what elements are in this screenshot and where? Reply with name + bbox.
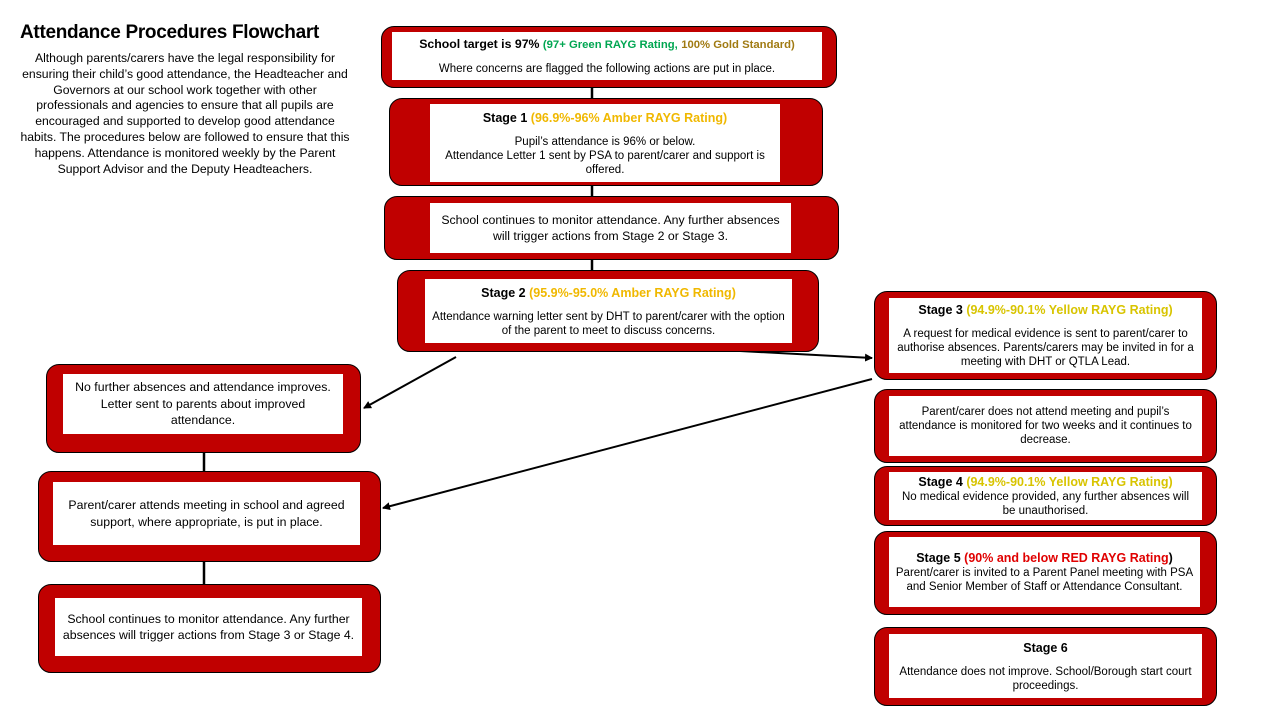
stage3-box: Stage 3 (94.9%-90.1% Yellow RAYG Rating)… <box>874 291 1217 380</box>
stage3-head: Stage 3 <box>918 303 963 317</box>
arrow-stage3-attends <box>382 378 873 511</box>
stage3-rating: (94.9%-90.1% Yellow RAYG Rating) <box>966 303 1173 317</box>
stage5-head: Stage 5 <box>916 551 961 565</box>
stage5-body: Parent/carer is invited to a Parent Pane… <box>895 567 1194 593</box>
stage1-line1: Pupil’s attendance is 96% or below. <box>514 135 696 148</box>
stage2-head: Stage 2 <box>481 285 526 300</box>
stage5-rating: (90% and below RED RAYG Rating <box>964 551 1169 565</box>
school-target-box: School target is 97% (97+ Green RAYG Rat… <box>381 26 837 88</box>
stage1-head: Stage 1 <box>482 110 528 125</box>
stage6-box: Stage 6 Attendance does not improve. Sch… <box>874 627 1217 706</box>
attends-box: Parent/carer attends meeting in school a… <box>38 471 381 562</box>
monitor-stage2-3-text: School continues to monitor attendance. … <box>441 212 780 244</box>
target-gold-standard: 100% Gold Standard) <box>681 39 795 51</box>
intro-paragraph: Although parents/carers have the legal r… <box>20 51 350 176</box>
attends-text: Parent/carer attends meeting in school a… <box>68 498 345 529</box>
target-body: Where concerns are flagged the following… <box>438 63 776 75</box>
stage1-box: Stage 1 (96.9%-96% Amber RAYG Rating) Pu… <box>389 98 823 186</box>
improves-box: No further absences and attendance impro… <box>46 364 361 453</box>
stage4-head: Stage 4 <box>918 475 963 489</box>
not-attend-box: Parent/carer does not attend meeting and… <box>874 389 1217 463</box>
monitor-stage2-3-box: School continues to monitor attendance. … <box>384 196 839 260</box>
target-green-rating: (97+ Green RAYG Rating, <box>542 39 678 51</box>
stage4-box: Stage 4 (94.9%-90.1% Yellow RAYG Rating)… <box>874 466 1217 526</box>
stage6-head: Stage 6 <box>1023 640 1068 655</box>
stage4-body: No medical evidence provided, any furthe… <box>901 491 1189 517</box>
stage6-body: Attendance does not improve. School/Boro… <box>899 665 1192 692</box>
stage2-box: Stage 2 (95.9%-95.0% Amber RAYG Rating) … <box>397 270 819 352</box>
stage4-rating: (94.9%-90.1% Yellow RAYG Rating) <box>966 475 1173 489</box>
monitor-stage3-4-text: School continues to monitor attendance. … <box>62 611 355 643</box>
arrow-stage2-improves <box>363 356 457 409</box>
not-attend-text: Parent/carer does not attend meeting and… <box>899 406 1192 446</box>
stage3-body: A request for medical evidence is sent t… <box>897 328 1194 368</box>
page-title: Attendance Procedures Flowchart <box>20 22 319 43</box>
stage1-rating: (96.9%-96% Amber RAYG Rating) <box>530 110 728 125</box>
stage2-rating: (95.9%-95.0% Amber RAYG Rating) <box>529 285 736 300</box>
monitor-stage3-4-box: School continues to monitor attendance. … <box>38 584 381 673</box>
improves-text: No further absences and attendance impro… <box>75 380 331 428</box>
stage2-body: Attendance warning letter sent by DHT to… <box>432 310 785 337</box>
stage5-box: Stage 5 (90% and below RED RAYG Rating) … <box>874 531 1217 615</box>
target-head: School target is 97% <box>419 37 540 51</box>
stage1-line2: Attendance Letter 1 sent by PSA to paren… <box>445 149 765 176</box>
stage5-rating-close: ) <box>1168 551 1173 565</box>
